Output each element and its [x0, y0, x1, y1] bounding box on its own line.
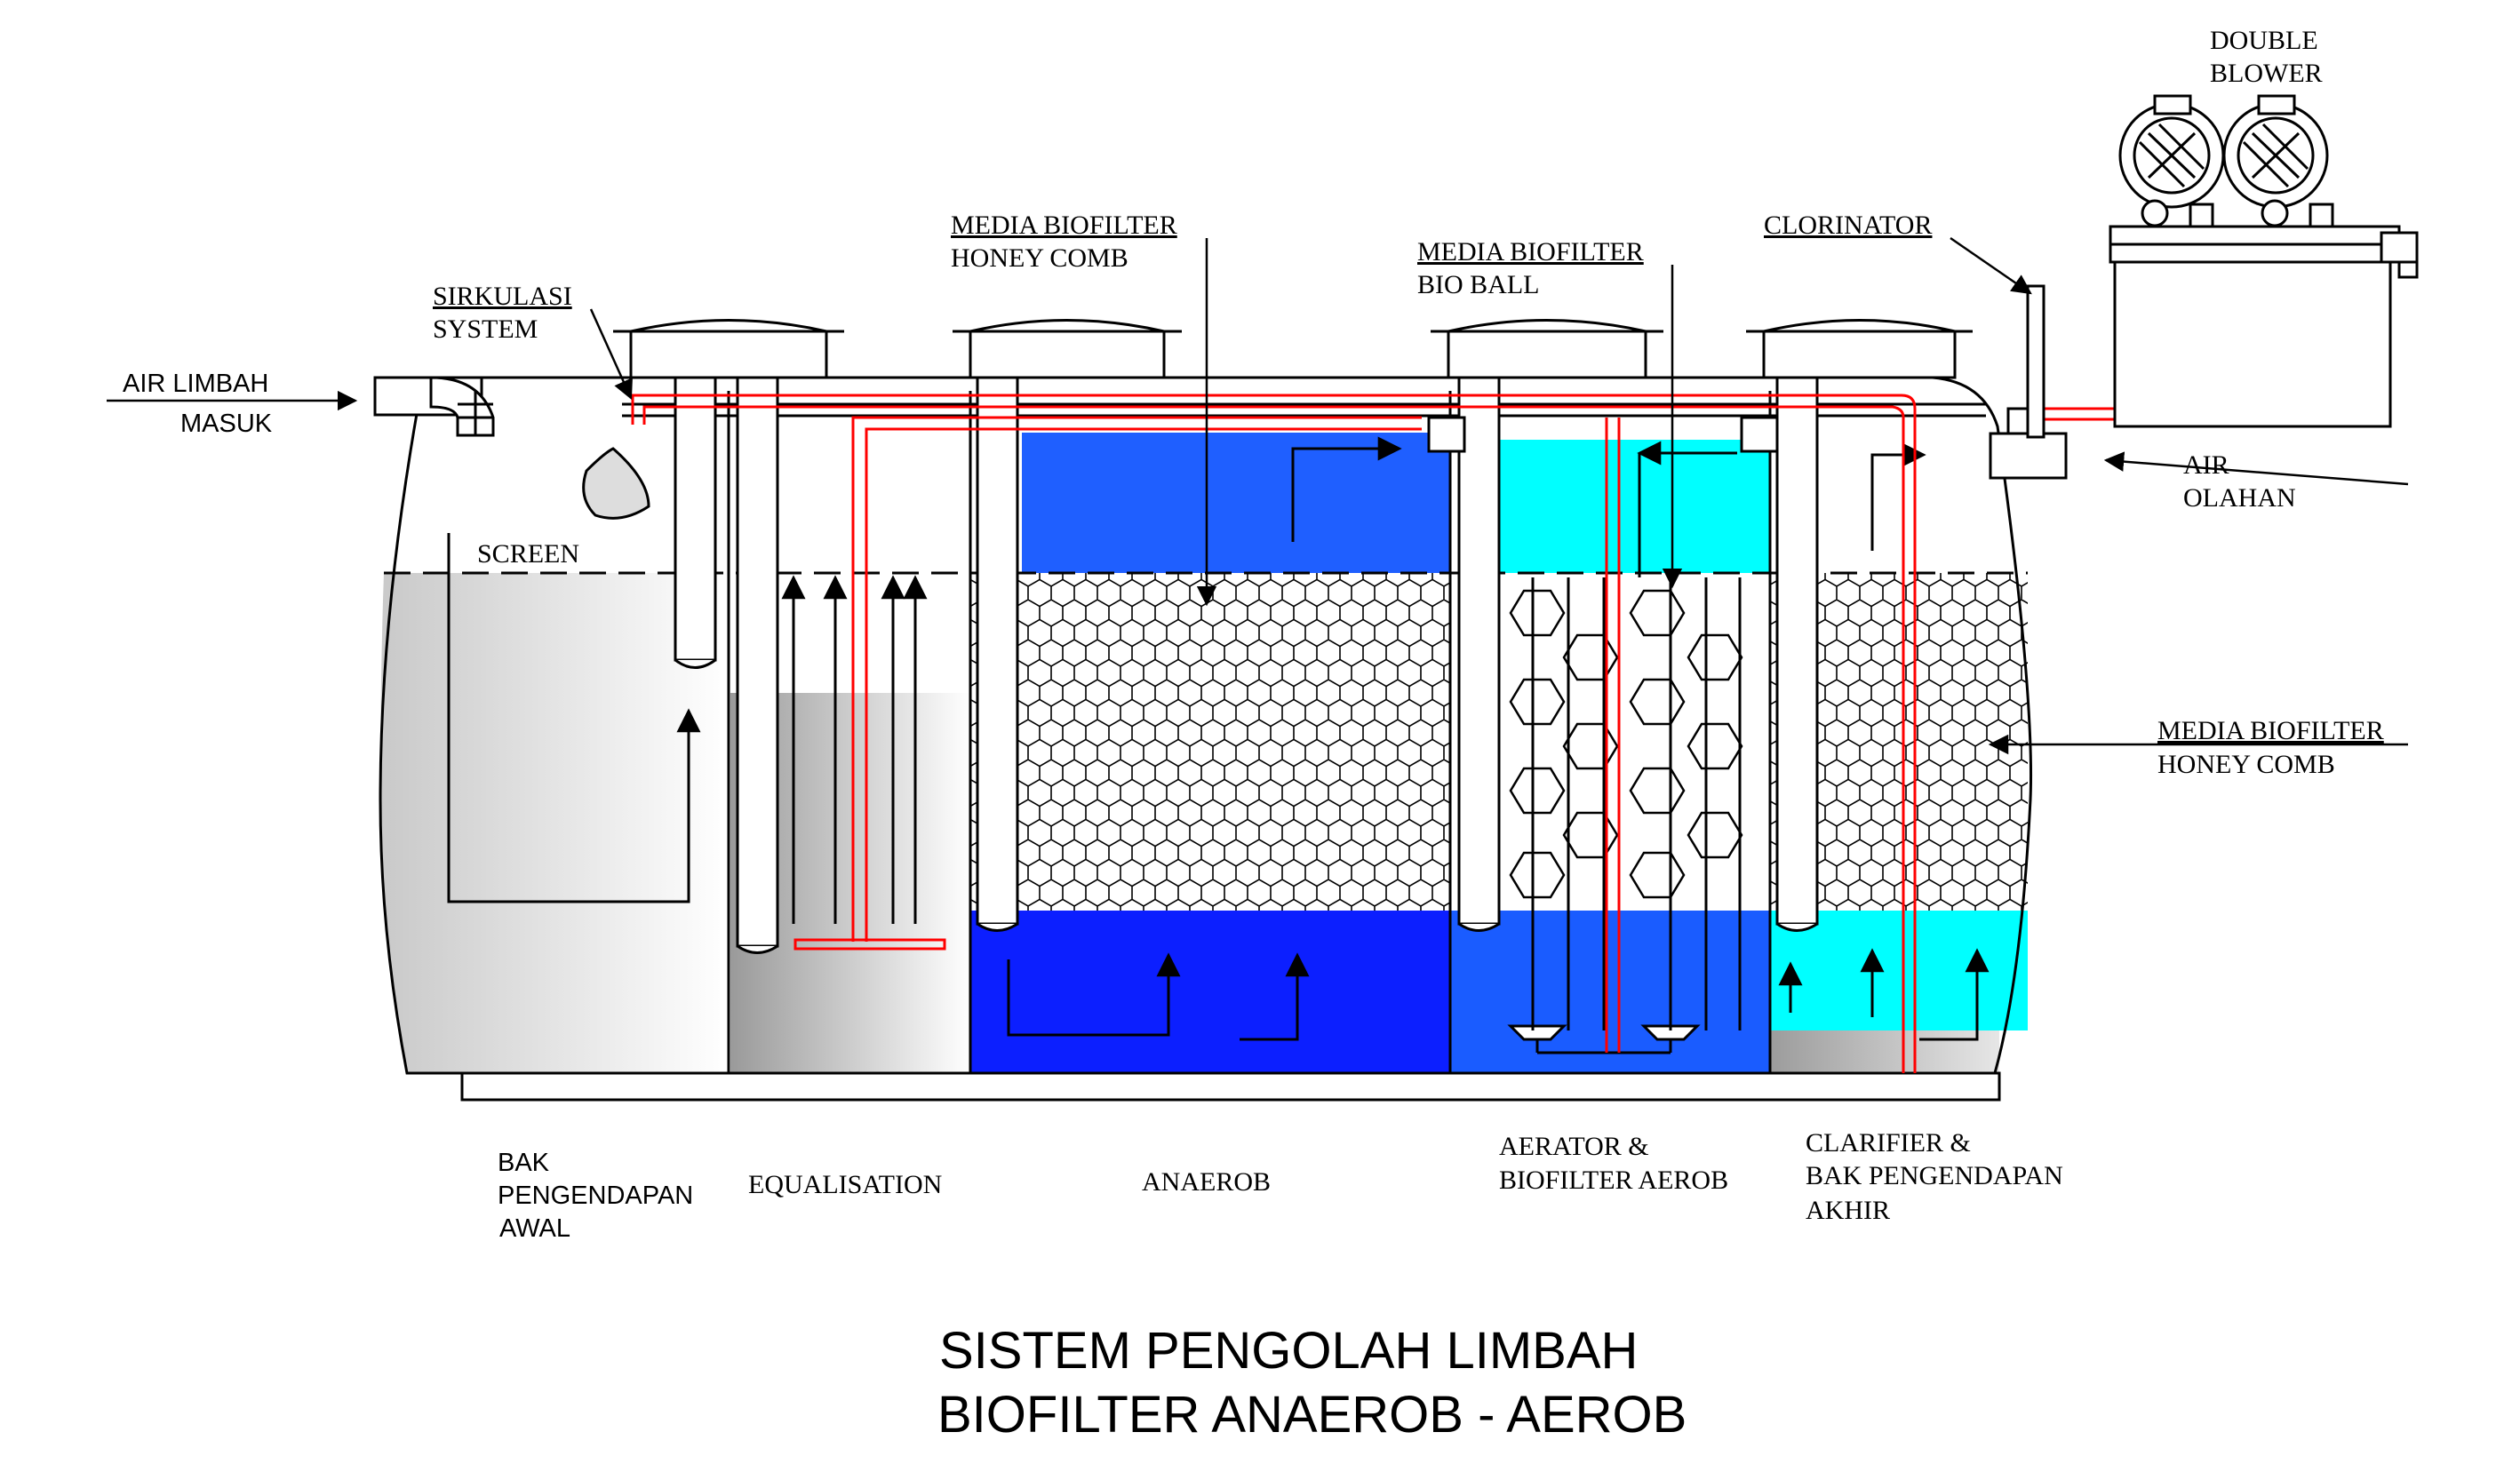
compartment-bak-1: BAK	[498, 1149, 550, 1177]
screen-basket	[582, 447, 650, 520]
compartment-clarifier-2: BAK PENGENDAPAN	[1806, 1161, 2063, 1190]
label-media-hc-right-2: HONEY COMB	[2157, 750, 2335, 779]
aerob-top-water	[1495, 440, 1770, 573]
label-outlet-2: OLAHAN	[2183, 483, 2296, 513]
label-media-hc-right-1: MEDIA BIOFILTER	[2157, 716, 2384, 745]
label-media-bb-2: BIO BALL	[1417, 270, 1540, 299]
double-blower	[2109, 94, 2419, 428]
tank-fills	[380, 433, 2028, 1073]
outlet-box	[1989, 284, 2068, 480]
anaerob-top-water	[1022, 433, 1450, 573]
label-media-hc-top-2: HONEY COMB	[951, 243, 1128, 273]
label-blower-1: DOUBLE	[2210, 26, 2318, 55]
compartment-clarifier-1: CLARIFIER &	[1806, 1128, 1971, 1158]
leader-lines	[107, 236, 2409, 755]
labels: AIR LIMBAH MASUK SIRKULASI SYSTEM SCREEN…	[123, 26, 2384, 1444]
manholes	[613, 319, 1973, 379]
tank-base	[460, 1071, 2001, 1102]
compartment-bak-2: PENGENDAPAN	[498, 1182, 693, 1210]
inlet-pipe	[373, 376, 650, 520]
settling-water	[380, 573, 729, 1073]
compartment-equalisation: EQUALISATION	[748, 1170, 942, 1199]
diffusers	[1507, 1024, 1701, 1054]
label-screen: SCREEN	[477, 539, 579, 569]
label-inlet-2: MASUK	[180, 410, 273, 438]
compartment-bak-3: AWAL	[499, 1214, 570, 1243]
anaerob-bottom-water	[970, 911, 1450, 1073]
compartment-aerator-1: AERATOR &	[1499, 1132, 1649, 1161]
label-media-hc-top-1: MEDIA BIOFILTER	[951, 211, 1177, 240]
label-clorinator: CLORINATOR	[1764, 211, 1932, 240]
anaerob-honeycomb	[970, 573, 1450, 911]
compartment-anaerob: ANAEROB	[1142, 1167, 1271, 1197]
aerob-bottom-water	[1450, 911, 1770, 1073]
flow-arrows	[447, 436, 1990, 1041]
label-blower-2: BLOWER	[2210, 59, 2323, 88]
clarifier-sludge	[1770, 1030, 1999, 1073]
compartment-aerator-2: BIOFILTER AEROB	[1499, 1166, 1728, 1195]
label-inlet-1: AIR LIMBAH	[123, 370, 268, 398]
label-sirkulasi-2: SYSTEM	[433, 314, 538, 344]
baffles	[674, 376, 1819, 954]
label-sirkulasi-1: SIRKULASI	[433, 282, 572, 311]
compartment-clarifier-3: AKHIR	[1806, 1196, 1890, 1225]
label-outlet-1: AIR	[2183, 450, 2229, 480]
title-line-1: SISTEM PENGOLAH LIMBAH	[939, 1322, 1638, 1380]
title-line-2: BIOFILTER ANAEROB - AEROB	[937, 1386, 1687, 1444]
label-media-bb-1: MEDIA BIOFILTER	[1417, 237, 1644, 267]
